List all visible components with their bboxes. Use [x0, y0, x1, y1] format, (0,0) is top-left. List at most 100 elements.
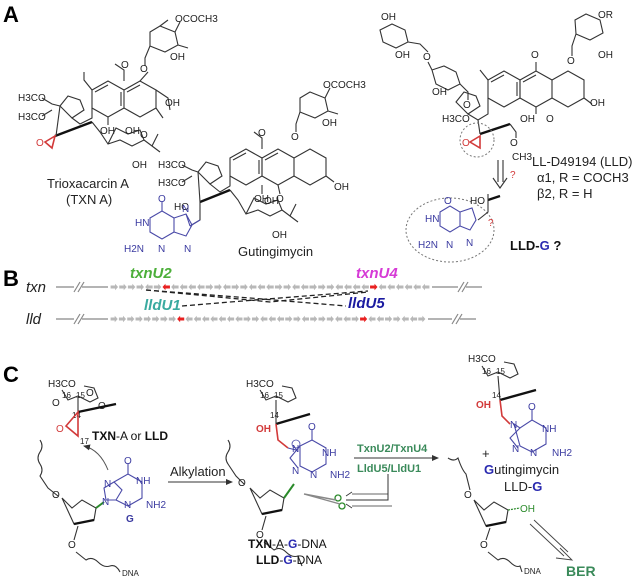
lld-gene-arrow — [193, 315, 201, 323]
txn-gene-arrow — [205, 283, 214, 291]
txn-gene-arrow — [145, 283, 153, 291]
txn-gene-arrow — [248, 283, 257, 291]
lld-gene-track — [110, 315, 426, 323]
substituent-oh-4: OH — [272, 230, 287, 241]
compound-trioxacarcin-a: OCOCH3 OH O O OH OH O H3CO H3CO OH OH O … — [18, 14, 218, 207]
substituent-oh-3: OH — [125, 126, 140, 137]
compound-name-gutingimycin: Gutingimycin — [238, 244, 313, 259]
lld-gene-arrow — [143, 315, 151, 323]
carbon-16: 16 — [482, 367, 491, 376]
atom-ketone-o: O — [140, 130, 148, 141]
txn-gene-arrow — [326, 283, 335, 291]
txn-gene-arrow — [274, 283, 283, 291]
alkylation-label: Alkylation — [170, 464, 226, 479]
lld-gene-arrow — [301, 315, 309, 323]
atom-h3co: H3CO — [48, 379, 76, 390]
gene-cluster-lld: lld lldU1 lldU5 — [26, 295, 476, 328]
txn-gene-arrow — [318, 283, 326, 291]
txn-gene-arrow — [153, 283, 162, 291]
adduct-label-txn: TXN-A-G-DNA — [248, 537, 327, 551]
txn-gene-arrow — [188, 283, 196, 291]
lld-gene-arrow — [243, 315, 251, 323]
lld-variant-alpha1: α1, R = COCH3 — [537, 170, 629, 185]
lld-variant-beta2: β2, R = H — [537, 186, 593, 201]
guanine-base-a: O HN H2N N N N — [124, 194, 201, 255]
atom-n7: N — [104, 479, 111, 490]
txn-gene-arrow — [378, 283, 387, 291]
dna-label: DNA — [122, 569, 140, 578]
reactant-label: TXN-A or LLD — [92, 429, 168, 443]
atom-n: N — [310, 470, 317, 481]
atom-o: O — [124, 456, 132, 467]
highlight-circle-lld-g — [405, 197, 495, 263]
panel-label-a: A — [3, 2, 19, 27]
atom-o: O — [52, 398, 60, 409]
lld-gene-arrow — [235, 315, 243, 323]
atom-ketone-o: O — [276, 194, 284, 205]
txn-highlighted-gene-arrow — [162, 283, 170, 291]
txn-gene-arrow — [344, 283, 352, 291]
carbon-16: 16 — [260, 391, 269, 400]
adduct-label-lld: LLD-G-DNA — [256, 553, 322, 567]
highlight-circle-epoxide — [459, 122, 495, 158]
substituent-oh-aryl: OH — [254, 194, 269, 205]
txn-gene-arrow — [396, 283, 404, 291]
atom-hn: HN — [425, 214, 439, 225]
carbon-14: 14 — [270, 411, 279, 420]
txn-gene-arrow — [136, 283, 144, 291]
lld-gene-arrow — [285, 315, 293, 323]
txn-gene-arrow — [214, 283, 222, 291]
hydroxyl-oh: OH — [476, 400, 491, 411]
lld-gene-arrow — [168, 315, 176, 323]
lld-gene-arrow — [260, 315, 268, 323]
atom-nh2: NH2 — [330, 470, 350, 481]
lld-gene-arrow — [335, 315, 343, 323]
substituent-oh-2: OH — [165, 98, 180, 109]
txn-highlighted-gene-arrow — [370, 283, 378, 291]
product-abasic-dna: O OH O DNA BER — [447, 456, 596, 579]
txn-gene-arrow — [127, 283, 136, 291]
gene-label-txnu4: txnU4 — [356, 265, 398, 282]
lld-gene-arrow — [368, 315, 376, 323]
atom-h3co: H3CO — [246, 379, 274, 390]
atom-o: O — [68, 540, 76, 551]
lld-gene-arrow — [310, 315, 318, 323]
lld-gene-arrow — [385, 315, 393, 323]
substituent-ch3: CH3 — [512, 152, 532, 163]
lld-gene-arrow — [185, 315, 193, 323]
dna-guanine-reactant: O O DNA N N O NH N NH2 G — [37, 439, 166, 578]
lld-gene-arrow — [276, 315, 285, 323]
txn-gene-arrow — [292, 283, 300, 291]
substituent-or: OR — [598, 10, 613, 21]
atom-o: O — [238, 478, 246, 489]
substituent-oh-3: OH — [432, 87, 447, 98]
txn-gene-arrow — [197, 283, 205, 291]
nucleophilic-attack-arrow — [83, 444, 109, 471]
substituent-oh-3: OH — [264, 196, 279, 207]
question-mark-2: ? — [488, 218, 494, 229]
atom-n9: N — [102, 497, 109, 508]
txn-gene-arrow — [404, 283, 413, 291]
atom-o-methoxy: O — [121, 60, 129, 71]
atom-o: O — [256, 530, 264, 541]
lld-gene-arrow — [227, 315, 235, 323]
txn-gene-arrow — [231, 283, 240, 291]
substituent-ho: HO — [174, 202, 189, 213]
atom-n7: N — [292, 444, 299, 455]
lld-gene-arrow — [110, 315, 118, 323]
txn-gene-arrow — [110, 283, 119, 291]
txn-gene-arrow — [361, 283, 369, 291]
product-gutingimycin: H3CO 16 15 14 OH N N O NH N NH2 Gutingim… — [468, 354, 572, 494]
lld-gene-arrow — [293, 315, 301, 323]
substituent-oh-2: OH — [395, 50, 410, 61]
homology-line-lldu1 — [181, 301, 231, 307]
lld-gene-arrow — [376, 315, 384, 323]
compound-name-txn-a: Trioxacarcin A — [47, 176, 129, 191]
carbon-14: 14 — [72, 411, 81, 420]
substituent-oh-aryl: OH — [520, 114, 535, 125]
atom-o: O — [423, 52, 431, 63]
atom-hn: HN — [135, 218, 149, 229]
atom-nh: NH — [542, 424, 556, 435]
atom-n7: N — [510, 420, 517, 431]
lld-gene-arrow — [135, 315, 143, 323]
